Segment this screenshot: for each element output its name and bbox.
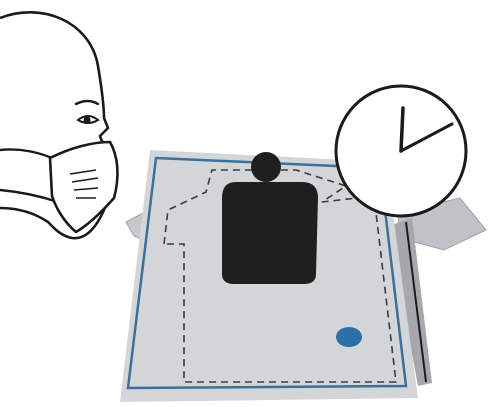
masked-person [0,10,119,240]
eyebrow [74,99,100,106]
face-mask-icon [48,140,119,234]
clock-minute-hand [399,122,454,153]
clock-hour-hand [399,106,405,153]
clock-icon [334,84,468,218]
eye-icon [76,115,100,124]
weight [222,152,318,284]
indicator-dot [336,327,362,347]
